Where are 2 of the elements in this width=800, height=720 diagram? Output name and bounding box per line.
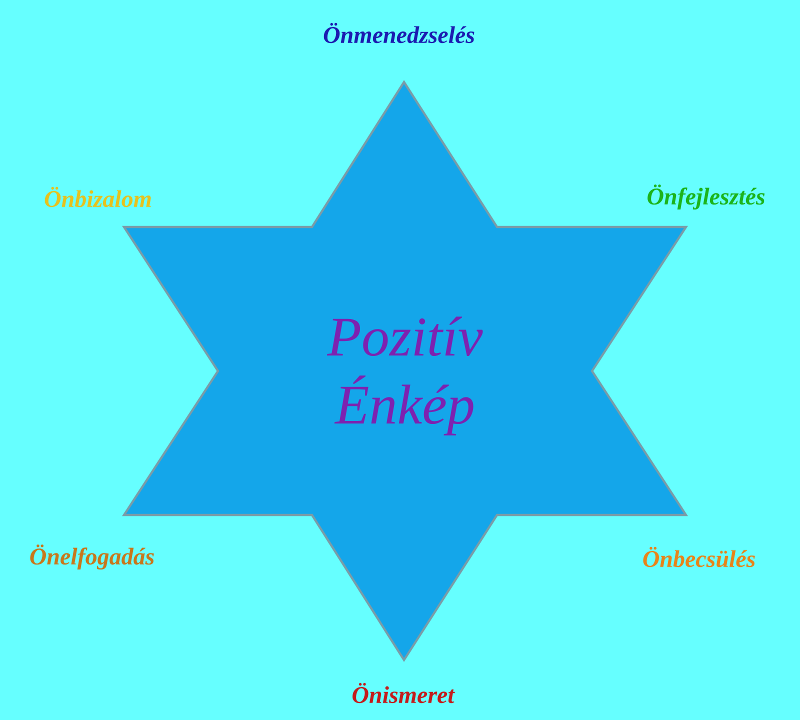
star-point-label: Önismeret — [352, 682, 455, 704]
star-point-label: Önmenedzselés — [324, 22, 474, 44]
